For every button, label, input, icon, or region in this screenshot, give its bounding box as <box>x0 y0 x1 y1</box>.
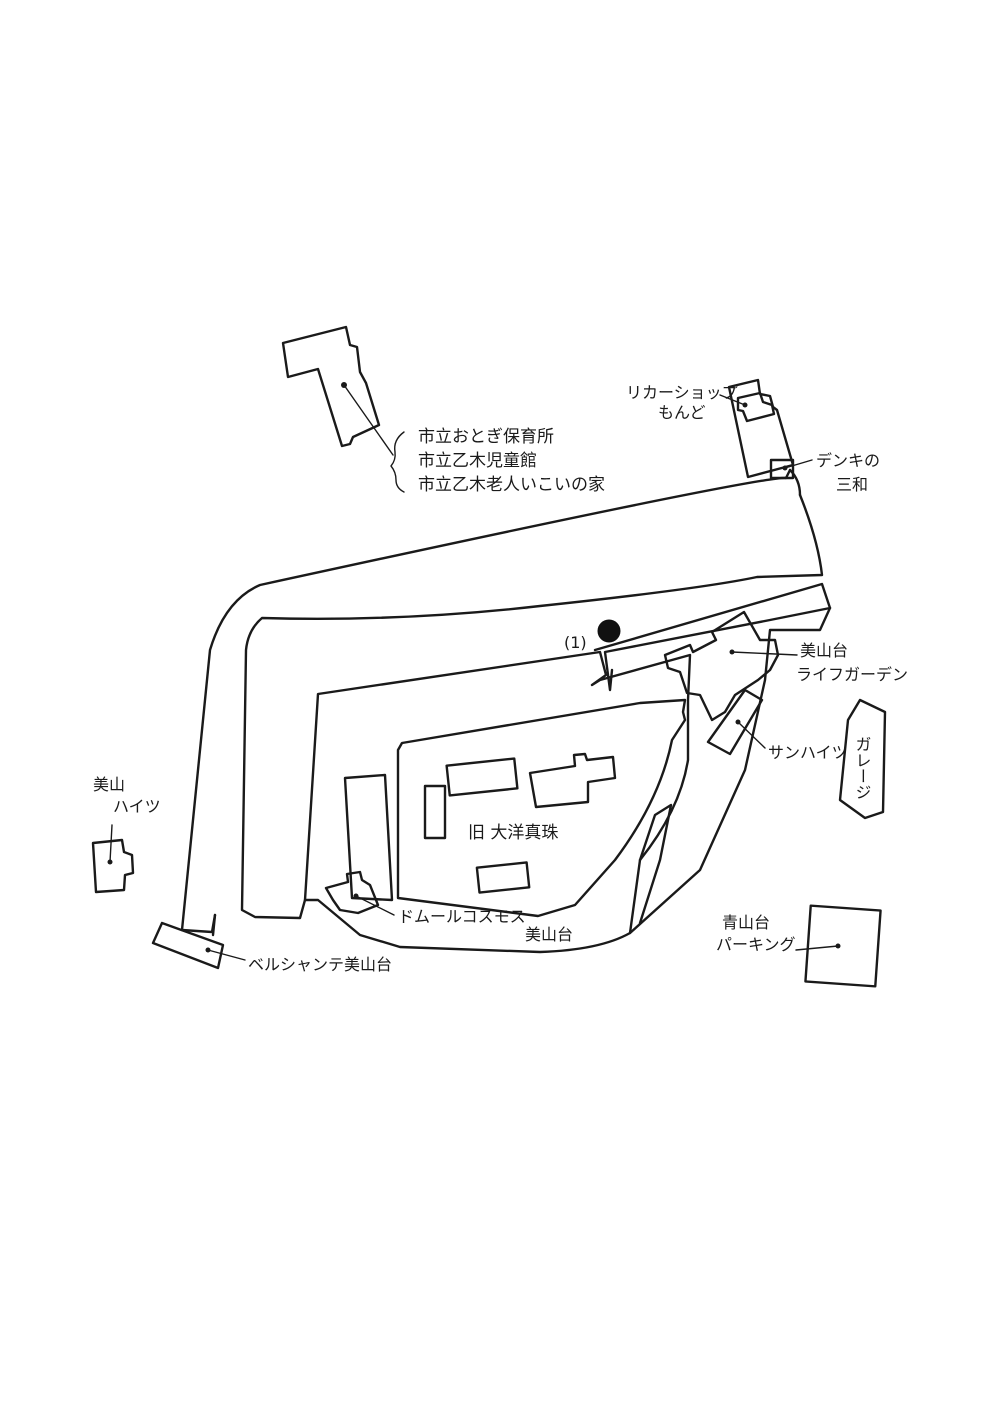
label-belle-champs: ベルシャンテ美山台 <box>248 955 392 974</box>
pearl-building-2 <box>423 784 447 840</box>
leader-aoyamadai <box>795 945 839 951</box>
label-denki-1: デンキの <box>816 451 880 470</box>
leader-miyama-heights <box>109 824 113 863</box>
label-life-garden-2: ライフガーデン <box>796 665 908 684</box>
building-domuru <box>324 870 380 915</box>
building-belle-champs <box>151 921 225 970</box>
label-garage: ガレージ <box>853 736 872 800</box>
label-old-pearl: 旧 大洋真珠 <box>468 823 558 843</box>
leader-hoikusho <box>343 384 394 456</box>
block-inner-road <box>343 773 394 902</box>
block-old-pearl <box>396 698 687 918</box>
brace-hoikusho <box>390 431 405 493</box>
label-domuru-1: ドムールコスモス <box>398 907 526 926</box>
label-denki-2: 三和 <box>836 475 868 494</box>
label-liquor-1: リカーショップ <box>626 383 738 402</box>
label-life-garden-1: 美山台 <box>800 641 848 660</box>
location-marker-icon <box>597 619 621 643</box>
road-inner-edge <box>240 493 824 920</box>
leader-belle-champs <box>207 949 246 961</box>
leader-domuru <box>355 895 395 916</box>
pearl-building-4 <box>475 861 531 894</box>
building-sun-heights <box>706 688 764 756</box>
pearl-building-1 <box>445 757 519 797</box>
label-hoikusho-1: 市立おとぎ保育所 <box>418 427 554 447</box>
road-upper-return <box>788 468 802 497</box>
label-hoikusho-2: 市立乙木児童館 <box>418 451 537 471</box>
label-sun-heights: サンハイツ <box>768 743 848 762</box>
building-miyama-heights <box>91 838 135 894</box>
label-marker-number: (1) <box>564 633 587 652</box>
leader-denki <box>784 459 813 469</box>
building-hoikusho <box>281 325 381 448</box>
loop-road-outer <box>303 650 692 954</box>
road-wedge <box>593 582 832 692</box>
leader-sun-heights <box>737 721 766 749</box>
label-aoyamadai-2: パーキング <box>716 935 796 954</box>
building-garage <box>838 698 887 820</box>
label-liquor-2: もんど <box>658 403 706 422</box>
road-lower-right <box>638 803 673 925</box>
label-hoikusho-3: 市立乙木老人いこいの家 <box>418 475 605 495</box>
building-life-garden <box>663 610 780 722</box>
label-domuru-2: 美山台 <box>525 925 573 944</box>
building-aoyamadai-parking <box>804 904 882 988</box>
road-outer-edge <box>180 468 792 934</box>
label-miyama-heights-2: ハイツ <box>113 797 161 816</box>
road-right-edge <box>628 606 832 935</box>
leader-life-garden <box>731 651 798 656</box>
label-miyama-heights-1: 美山 <box>93 775 125 794</box>
label-aoyamadai-1: 青山台 <box>722 913 770 932</box>
building-liquor-inner <box>736 391 776 423</box>
leader-liquor <box>719 394 746 406</box>
left-road-edge <box>211 913 217 937</box>
pearl-building-3 <box>528 752 617 809</box>
